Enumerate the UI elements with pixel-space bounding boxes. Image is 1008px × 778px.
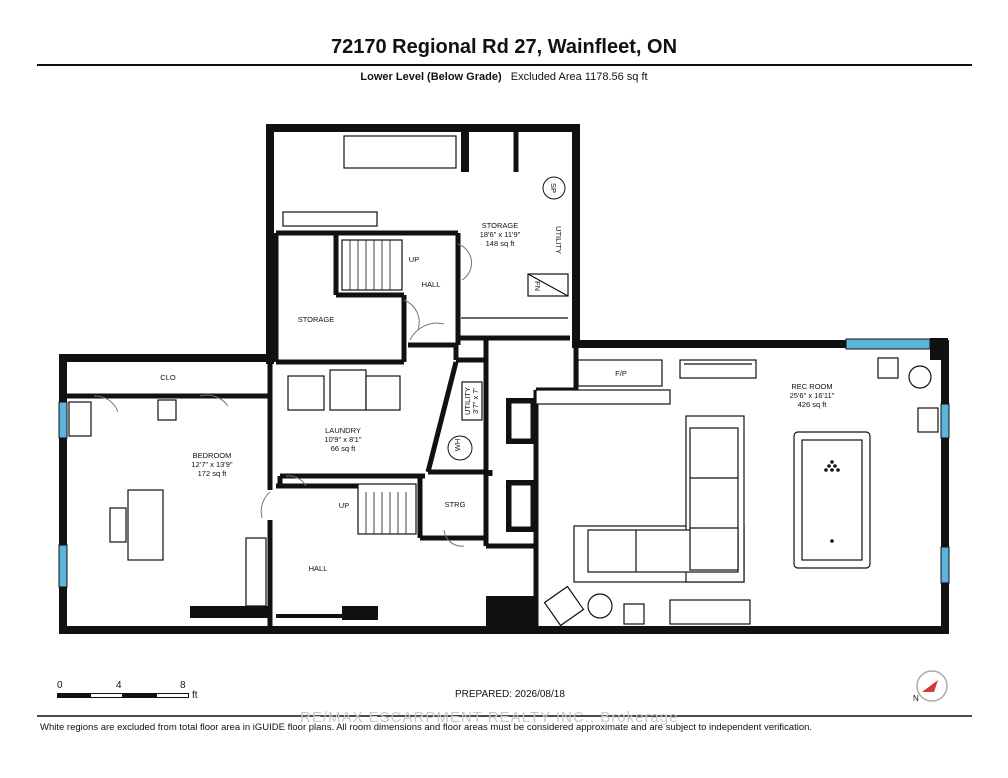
laundry-area: 66 sq ft: [331, 444, 357, 453]
hall-top-label: HALL: [422, 280, 441, 289]
sp-label: SP: [549, 183, 558, 193]
utility-small-name: UTILITY: [463, 387, 472, 415]
hall-bottom-label: HALL: [309, 564, 328, 573]
utility-walls: [425, 361, 486, 475]
stair-treads: [349, 240, 407, 534]
symbols: [447, 176, 566, 461]
up-bottom-label: UP: [339, 501, 349, 510]
up-top-label: UP: [409, 255, 419, 264]
clo-label: CLO: [160, 373, 176, 382]
scale-seg-1: [57, 693, 90, 698]
page-title: 72170 Regional Rd 27, Wainfleet, ON: [330, 36, 678, 58]
bedroom-name: BEDROOM: [193, 451, 232, 460]
scale-tick-4: 4: [116, 680, 122, 691]
laundry-name: LAUNDRY: [325, 426, 361, 435]
bedroom-area: 172 sq ft: [198, 469, 228, 478]
watermark: RE/MAX ESCARPMENT REALTY INC., Brokerage: [300, 709, 679, 726]
rec-room-area: 426 sq ft: [798, 400, 828, 409]
scale-unit: ft: [192, 690, 198, 701]
storage-main-dims: 18'6" x 11'9": [480, 230, 521, 239]
scale-bar: 0 4 8 ft: [55, 680, 205, 704]
room-labels: STORAGE 18'6" x 11'9" 148 sq ft UTILITY …: [160, 183, 834, 573]
fp-label: F/P: [615, 369, 627, 378]
utility-side-label: UTILITY: [554, 226, 563, 254]
level-name: Lower Level (Below Grade): [360, 71, 502, 83]
level-subtitle: Lower Level (Below Grade) Excluded Area …: [0, 71, 1008, 83]
door-swings: [93, 243, 473, 547]
scale-tick-8: 8: [180, 680, 186, 691]
storage-left-label: STORAGE: [298, 315, 335, 324]
prepared-date: PREPARED: 2026/08/18: [455, 689, 565, 700]
scale-seg-2: [90, 693, 123, 698]
rec-room-dims: 25'6" x 16'11": [790, 391, 835, 400]
pillar-boxes: [511, 403, 531, 527]
fn-label: FN: [533, 281, 542, 291]
header-rule: [37, 64, 972, 66]
wh-label: WH: [453, 439, 462, 452]
excluded-area: Excluded Area 1178.56 sq ft: [510, 71, 648, 83]
storage-main-area: 148 sq ft: [486, 239, 516, 248]
windows: [58, 338, 950, 588]
scale-seg-3: [123, 693, 156, 698]
compass-icon: N: [913, 670, 948, 703]
exterior-walls: [59, 124, 949, 634]
fixtures: [68, 135, 939, 627]
storage-main-name: STORAGE: [482, 221, 519, 230]
utility-small-dims: 3'7" x 7': [471, 387, 480, 414]
footer-disclaimer: White regions are excluded from total fl…: [40, 722, 813, 733]
laundry-dims: 10'9" x 8'1": [325, 435, 362, 444]
svg-text:N: N: [913, 694, 919, 703]
scale-seg-4: [156, 693, 189, 698]
scale-tick-0: 0: [57, 680, 63, 691]
strg-label: STRG: [445, 500, 466, 509]
rec-room-name: REC ROOM: [791, 382, 832, 391]
pool-balls: [824, 460, 840, 543]
bedroom-dims: 12'7" x 13'9": [191, 460, 232, 469]
